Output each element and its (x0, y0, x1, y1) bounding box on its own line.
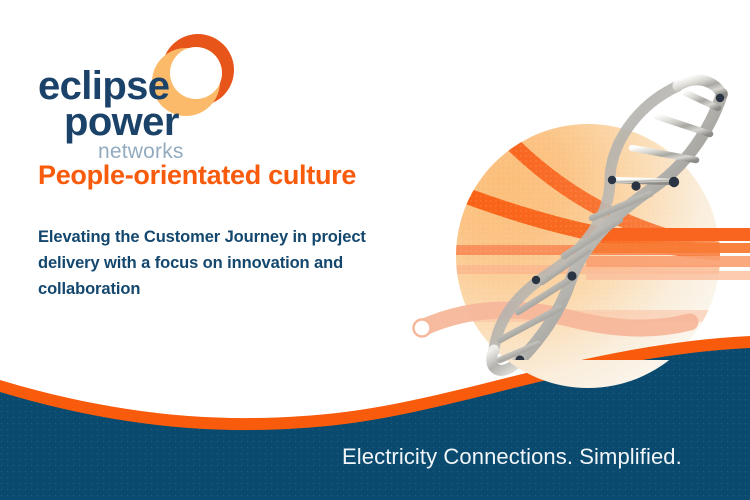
peach-capsule-ribbon (412, 301, 699, 338)
page-subtitle: Elevating the Customer Journey in projec… (38, 228, 366, 299)
page-title: People-orientated culture (38, 160, 357, 190)
brand-logo[interactable]: eclipse power networks (38, 26, 248, 162)
helix-joint-nodes (515, 93, 725, 365)
footer-tagline: Electricity Connections. Simplified. (342, 444, 682, 469)
logo-text-networks: networks (98, 140, 184, 163)
wave-dot-texture (0, 348, 750, 500)
eclipse-ring-icon (146, 28, 242, 124)
logo-text-power: power (64, 100, 179, 144)
footer-wave (0, 320, 750, 500)
dna-double-helix-illustration (486, 74, 728, 376)
ribbon-group-outer (586, 228, 750, 280)
hero-graphic-svg (412, 74, 750, 388)
hero-graphic (400, 60, 750, 420)
ribbon-end-dot-icon (412, 318, 432, 338)
logo-text-eclipse: eclipse (38, 64, 170, 108)
